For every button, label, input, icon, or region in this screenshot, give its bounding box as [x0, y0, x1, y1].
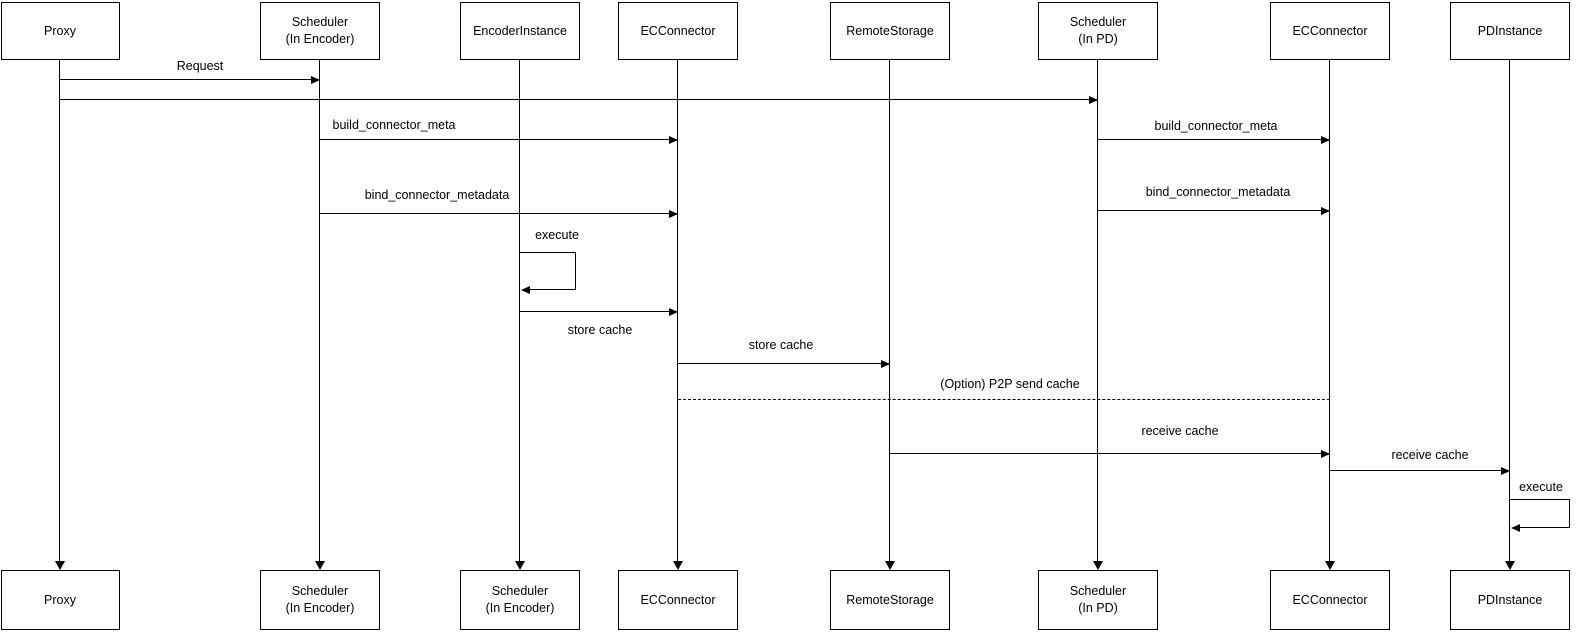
- lifeline-scheduler-in-pd: [1097, 60, 1098, 562]
- actor-bottom-box-remote-storage: RemoteStorage: [830, 570, 950, 630]
- message-line-build-connector-meta-pd: [1098, 139, 1330, 140]
- lifeline-arrowhead-scheduler-in-encoder: [315, 561, 325, 570]
- lifeline-arrowhead-encoder-instance: [515, 561, 525, 570]
- actor-top-box-scheduler-in-pd: Scheduler (In PD): [1038, 2, 1158, 60]
- actor-bottom-box-scheduler-in-pd: Scheduler (In PD): [1038, 570, 1158, 630]
- lifeline-encoder-instance: [519, 60, 520, 562]
- self-message-right-line-execute-encoder: [575, 252, 576, 289]
- actor-bottom-box-proxy: Proxy: [0, 570, 120, 630]
- lifeline-arrowhead-proxy: [55, 561, 65, 570]
- message-arrowhead-receive-cache-pd-instance: [1501, 467, 1510, 475]
- message-label-store-cache-to-ec-connector: store cache: [565, 323, 635, 337]
- message-arrowhead-receive-cache-ec-connector: [1321, 450, 1330, 458]
- message-label-bind-connector-metadata-encoder: bind_connector_metadata: [362, 188, 512, 202]
- lifeline-scheduler-in-encoder: [319, 60, 320, 562]
- message-arrowhead-build-connector-meta-encoder: [669, 136, 678, 144]
- message-arrowhead-request: [311, 76, 320, 84]
- message-arrowhead-bind-connector-metadata-pd: [1321, 207, 1330, 215]
- lifeline-remote-storage: [889, 60, 890, 562]
- actor-bottom-box-ec-connector-encoder: ECConnector: [618, 570, 738, 630]
- actor-bottom-box-scheduler-in-encoder: Scheduler (In Encoder): [260, 570, 380, 630]
- self-message-bottom-line-execute-pd: [1518, 527, 1570, 528]
- message-line-store-cache-to-remote-storage: [678, 363, 890, 364]
- message-line-request: [60, 79, 320, 80]
- message-arrowhead-forward-request: [1089, 96, 1098, 104]
- lifeline-ec-connector-pd: [1329, 60, 1330, 562]
- lifeline-arrowhead-ec-connector-pd: [1325, 561, 1335, 570]
- lifeline-arrowhead-pd-instance: [1505, 561, 1515, 570]
- message-label-p2p-send-cache: (Option) P2P send cache: [938, 377, 1082, 391]
- actor-top-box-scheduler-in-encoder: Scheduler (In Encoder): [260, 2, 380, 60]
- self-message-top-line-execute-encoder: [520, 252, 576, 253]
- self-message-top-line-execute-pd: [1510, 499, 1570, 500]
- message-label-store-cache-to-remote-storage: store cache: [746, 338, 816, 352]
- actor-bottom-box-encoder-instance: Scheduler (In Encoder): [460, 570, 580, 630]
- message-line-bind-connector-metadata-pd: [1098, 210, 1330, 211]
- message-arrowhead-build-connector-meta-pd: [1321, 136, 1330, 144]
- message-label-build-connector-meta-encoder: build_connector_meta: [330, 118, 458, 132]
- actor-bottom-box-ec-connector-pd: ECConnector: [1270, 570, 1390, 630]
- actor-top-box-pd-instance: PDInstance: [1450, 2, 1570, 60]
- message-label-execute-encoder: execute: [533, 228, 581, 242]
- message-line-p2p-send-cache: [678, 399, 1330, 400]
- message-line-receive-cache-pd-instance: [1330, 470, 1510, 471]
- self-message-bottom-line-execute-encoder: [528, 289, 576, 290]
- message-label-execute-pd: execute: [1517, 480, 1565, 494]
- actor-top-box-proxy: Proxy: [0, 2, 120, 60]
- message-line-receive-cache-ec-connector: [890, 453, 1330, 454]
- message-label-receive-cache-ec-connector: receive cache: [1139, 424, 1221, 438]
- message-arrowhead-bind-connector-metadata-encoder: [669, 210, 678, 218]
- message-label-bind-connector-metadata-pd: bind_connector_metadata: [1143, 185, 1293, 199]
- lifeline-pd-instance: [1509, 60, 1510, 562]
- self-message-arrowhead-execute-encoder: [521, 286, 530, 294]
- message-label-build-connector-meta-pd: build_connector_meta: [1152, 119, 1280, 133]
- lifeline-arrowhead-scheduler-in-pd: [1093, 561, 1103, 570]
- lifeline-arrowhead-remote-storage: [885, 561, 895, 570]
- actor-top-box-encoder-instance: EncoderInstance: [460, 2, 580, 60]
- message-line-bind-connector-metadata-encoder: [320, 213, 678, 214]
- message-line-forward-request: [60, 99, 1098, 100]
- message-arrowhead-store-cache-to-remote-storage: [881, 360, 890, 368]
- self-message-arrowhead-execute-pd: [1511, 524, 1520, 532]
- message-label-request: Request: [174, 59, 226, 73]
- self-message-right-line-execute-pd: [1569, 499, 1570, 527]
- message-line-build-connector-meta-encoder: [320, 139, 678, 140]
- actor-top-box-remote-storage: RemoteStorage: [830, 2, 950, 60]
- message-arrowhead-store-cache-to-ec-connector: [669, 308, 678, 316]
- actor-top-box-ec-connector-pd: ECConnector: [1270, 2, 1390, 60]
- actor-bottom-box-pd-instance: PDInstance: [1450, 570, 1570, 630]
- message-label-receive-cache-pd-instance: receive cache: [1389, 448, 1471, 462]
- lifeline-arrowhead-ec-connector-encoder: [673, 561, 683, 570]
- message-line-store-cache-to-ec-connector: [520, 311, 678, 312]
- actor-top-box-ec-connector-encoder: ECConnector: [618, 2, 738, 60]
- lifeline-proxy: [59, 60, 60, 562]
